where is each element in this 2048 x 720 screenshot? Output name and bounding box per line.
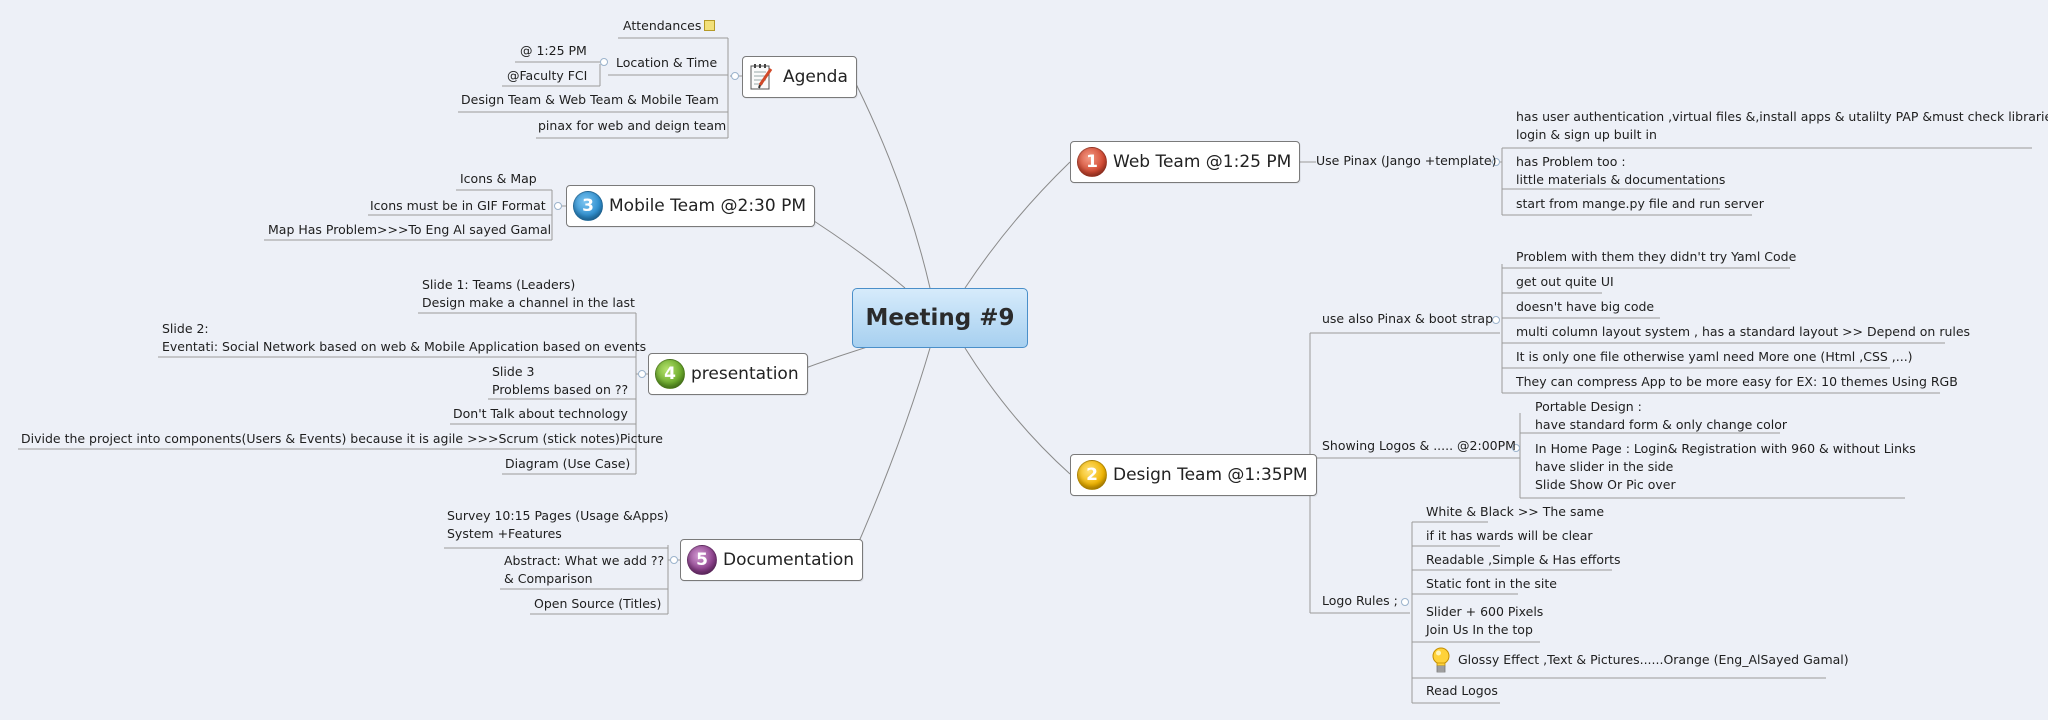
- mobile-item[interactable]: Icons must be in GIF Format: [370, 198, 546, 213]
- design-team-node[interactable]: 2 Design Team @1:35PM: [1070, 454, 1317, 496]
- design-home-page[interactable]: In Home Page : Login& Registration with …: [1535, 441, 1916, 492]
- number-5-icon: 5: [687, 545, 717, 575]
- design-showing-logos[interactable]: Showing Logos & ..... @2:00PM: [1322, 438, 1516, 453]
- agenda-time[interactable]: @ 1:25 PM: [520, 43, 587, 58]
- presentation-slide2[interactable]: Slide 2:Eventati: Social Network based o…: [162, 321, 647, 354]
- web-use-pinax[interactable]: Use Pinax (Jango +template): [1316, 153, 1497, 168]
- logo-rule-read-logos[interactable]: Read Logos: [1426, 683, 1498, 698]
- agenda-title: Agenda: [783, 67, 848, 87]
- presentation-tech[interactable]: Don't Talk about technology: [453, 406, 628, 421]
- presentation-divide[interactable]: Divide the project into components(Users…: [21, 431, 663, 446]
- agenda-teams[interactable]: Design Team & Web Team & Mobile Team: [461, 92, 719, 107]
- design-use-also[interactable]: use also Pinax & boot strap: [1322, 311, 1494, 326]
- agenda-location-time[interactable]: Location & Time: [616, 55, 718, 70]
- presentation-title: presentation: [691, 364, 799, 384]
- presentation-diagram[interactable]: Diagram (Use Case): [505, 456, 631, 471]
- web-team-node[interactable]: 1 Web Team @1:25 PM: [1070, 141, 1301, 183]
- design-bs-item[interactable]: They can compress App to be more easy fo…: [1516, 374, 1958, 389]
- agenda-node[interactable]: Agenda: [742, 56, 857, 98]
- design-logo-rules[interactable]: Logo Rules ;: [1322, 593, 1398, 608]
- agenda-pinax[interactable]: pinax for web and deign team: [538, 118, 727, 133]
- number-2-icon: 2: [1077, 460, 1107, 490]
- web-team-title: Web Team @1:25 PM: [1113, 152, 1292, 172]
- design-portable[interactable]: Portable Design :have standard form & on…: [1535, 399, 1788, 432]
- logo-rule-item[interactable]: Static font in the site: [1426, 576, 1557, 591]
- logo-rule-glossy[interactable]: Glossy Effect ,Text & Pictures......Oran…: [1458, 652, 1849, 667]
- number-4-icon: 4: [655, 359, 685, 389]
- design-bs-item[interactable]: get out quite UI: [1516, 274, 1614, 289]
- central-topic-title: Meeting #9: [865, 305, 1015, 331]
- presentation-slide1[interactable]: Slide 1: Teams (Leaders)Design make a ch…: [422, 277, 635, 310]
- mobile-item[interactable]: Map Has Problem>>>To Eng Al sayed Gamal: [268, 222, 552, 237]
- central-topic[interactable]: Meeting #9: [852, 288, 1028, 348]
- number-3-icon: 3: [573, 191, 603, 221]
- web-problem[interactable]: has Problem too :little materials & docu…: [1516, 154, 1726, 187]
- presentation-node[interactable]: 4 presentation: [648, 353, 808, 395]
- logo-rule-item[interactable]: if it has wards will be clear: [1426, 528, 1593, 543]
- documentation-survey[interactable]: Survey 10:15 Pages (Usage &Apps)System +…: [447, 508, 669, 541]
- documentation-title: Documentation: [723, 550, 855, 570]
- documentation-open-source[interactable]: Open Source (Titles): [534, 596, 662, 611]
- number-1-icon: 1: [1077, 147, 1107, 177]
- web-start[interactable]: start from mange.py file and run server: [1516, 196, 1764, 211]
- web-auth[interactable]: has user authentication ,virtual files &…: [1516, 109, 2048, 142]
- design-bs-item[interactable]: multi column layout system , has a stand…: [1516, 324, 1971, 339]
- design-bs-item[interactable]: doesn't have big code: [1516, 299, 1655, 314]
- design-team-title: Design Team @1:35PM: [1113, 465, 1308, 485]
- design-bs-item[interactable]: It is only one file otherwise yaml need …: [1516, 349, 1913, 364]
- notepad-icon: [749, 63, 775, 91]
- documentation-abstract[interactable]: Abstract: What we add ??& Comparison: [504, 553, 665, 586]
- mobile-team-node[interactable]: 3 Mobile Team @2:30 PM: [566, 185, 816, 227]
- lightbulb-icon: [1430, 645, 1452, 675]
- note-icon: [704, 20, 715, 31]
- logo-rule-item[interactable]: Readable ,Simple & Has efforts: [1426, 552, 1621, 567]
- mobile-item[interactable]: Icons & Map: [460, 171, 537, 186]
- agenda-place[interactable]: @Faculty FCI: [507, 68, 588, 83]
- design-bs-item[interactable]: Problem with them they didn't try Yaml C…: [1516, 249, 1797, 264]
- agenda-attendances[interactable]: Attendances: [623, 18, 702, 33]
- documentation-node[interactable]: 5 Documentation: [680, 539, 864, 581]
- mobile-team-title: Mobile Team @2:30 PM: [609, 196, 807, 216]
- logo-rule-item[interactable]: White & Black >> The same: [1426, 504, 1605, 519]
